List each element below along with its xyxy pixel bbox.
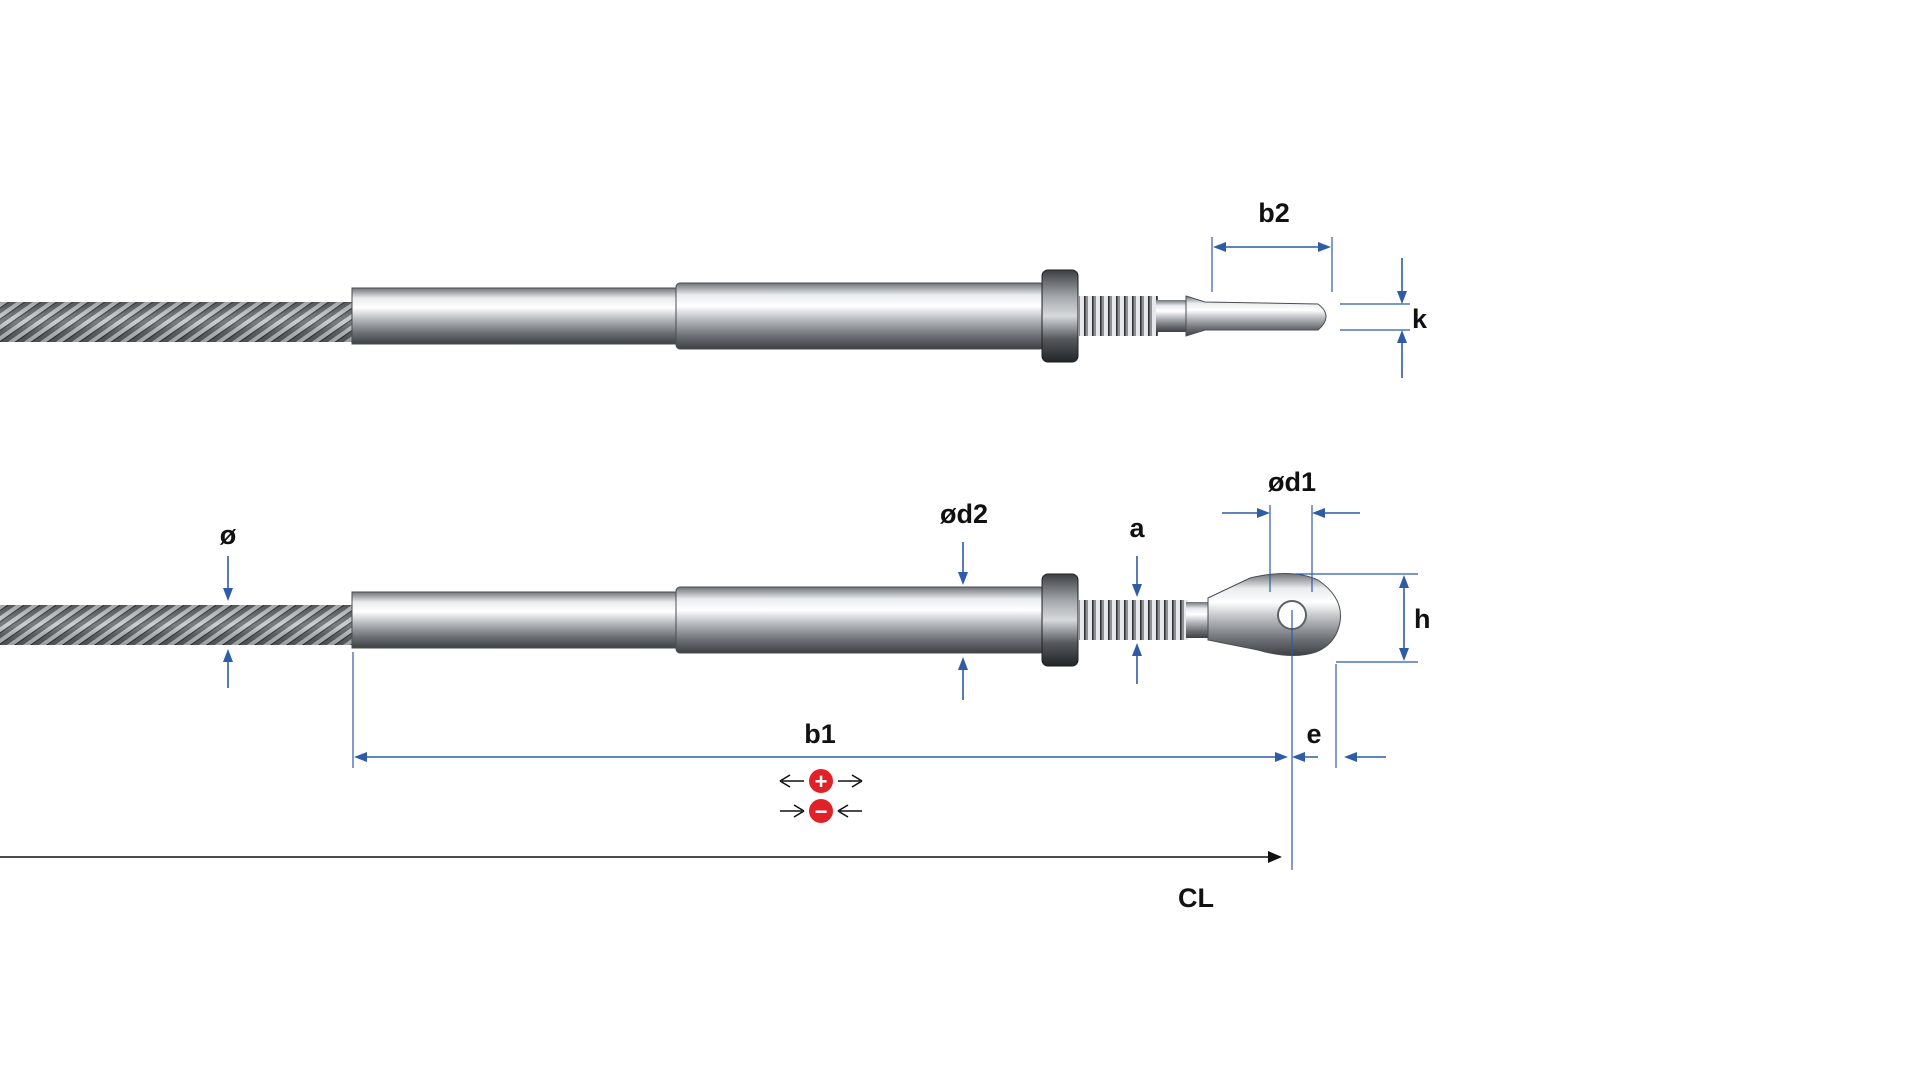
bottom-lock-nut	[1042, 574, 1078, 666]
top-lock-nut	[1042, 270, 1078, 362]
label-CL: CL	[1178, 883, 1214, 913]
label-b2: b2	[1258, 198, 1290, 228]
label-b1: b1	[804, 719, 836, 749]
plus-sign: +	[815, 769, 828, 794]
bottom-eye-fitting	[1207, 572, 1342, 656]
dim-e: e	[1291, 610, 1386, 870]
minus-sign: −	[815, 799, 828, 824]
dim-h: h	[1296, 573, 1431, 663]
dim-b2: b2	[1211, 198, 1333, 292]
dim-CL: CL	[0, 851, 1282, 913]
dim-wire-diameter: ø	[220, 520, 237, 688]
adjust-lengthen-symbol: +	[779, 769, 863, 794]
label-d1: ød1	[1268, 467, 1316, 497]
top-swage-sleeve	[352, 288, 678, 344]
bottom-swage-sleeve	[352, 592, 678, 648]
label-wire-diameter: ø	[220, 520, 237, 550]
minus-badge	[809, 799, 833, 823]
label-d2: ød2	[940, 499, 988, 529]
bottom-threaded-stud	[1078, 600, 1188, 640]
label-a: a	[1129, 513, 1145, 543]
plus-badge	[809, 769, 833, 793]
dim-a: a	[1129, 513, 1145, 684]
label-h: h	[1414, 604, 1431, 634]
dim-b1: b1	[352, 652, 1288, 768]
dim-d2: ød2	[940, 499, 988, 700]
label-k: k	[1412, 304, 1428, 334]
dim-d1: ød1	[1222, 467, 1360, 592]
adjust-shorten-symbol: −	[780, 799, 862, 824]
top-barrel	[676, 283, 1044, 349]
top-flat-tongue	[1185, 295, 1327, 337]
top-assembly	[0, 269, 1327, 363]
label-e: e	[1306, 719, 1321, 749]
bottom-assembly	[0, 572, 1342, 667]
bottom-barrel	[676, 587, 1044, 653]
dim-k: k	[1340, 258, 1428, 378]
top-threaded-stud	[1078, 296, 1158, 336]
